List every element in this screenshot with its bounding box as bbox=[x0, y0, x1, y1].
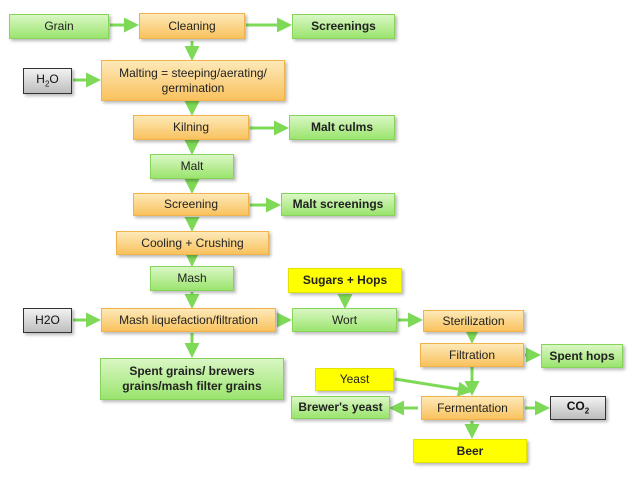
cleaning-node: Cleaning bbox=[139, 13, 245, 39]
sugars-hops-node: Sugars + Hops bbox=[288, 268, 402, 293]
screenings-node: Screenings bbox=[292, 14, 395, 39]
grain-node: Grain bbox=[9, 14, 109, 39]
arrow-yeast-fermentation bbox=[394, 377, 473, 397]
fermentation-node: Fermentation bbox=[421, 396, 524, 420]
malt-node: Malt bbox=[150, 154, 234, 179]
h2o-text: H2O bbox=[36, 72, 59, 89]
cooling-crushing-node: Cooling + Crushing bbox=[116, 231, 269, 255]
filtration-node: Filtration bbox=[420, 343, 524, 367]
co2-text: CO2 bbox=[566, 399, 590, 416]
h2o-input-liquefaction: H2O bbox=[23, 308, 72, 333]
sterilization-node: Sterilization bbox=[423, 310, 524, 332]
h2o-input-malting: H2O bbox=[23, 68, 72, 94]
wort-node: Wort bbox=[292, 308, 397, 332]
kilning-node: Kilning bbox=[133, 115, 249, 140]
mash-node: Mash bbox=[150, 266, 234, 291]
malt-screenings-node: Malt screenings bbox=[281, 193, 395, 216]
yeast-node: Yeast bbox=[315, 368, 394, 391]
malting-node: Malting = steeping/aerating/ germination bbox=[101, 60, 285, 101]
spent-hops-node: Spent hops bbox=[541, 344, 623, 368]
spent-grains-node: Spent grains/ brewers grains/mash filter… bbox=[100, 358, 284, 400]
screening-node: Screening bbox=[133, 193, 249, 216]
malt-culms-node: Malt culms bbox=[289, 115, 395, 140]
mash-liquefaction-node: Mash liquefaction/filtration bbox=[101, 308, 276, 332]
co2-output-node: CO2 bbox=[550, 396, 606, 420]
beer-node: Beer bbox=[413, 439, 527, 463]
brewers-yeast-node: Brewer's yeast bbox=[291, 396, 390, 419]
